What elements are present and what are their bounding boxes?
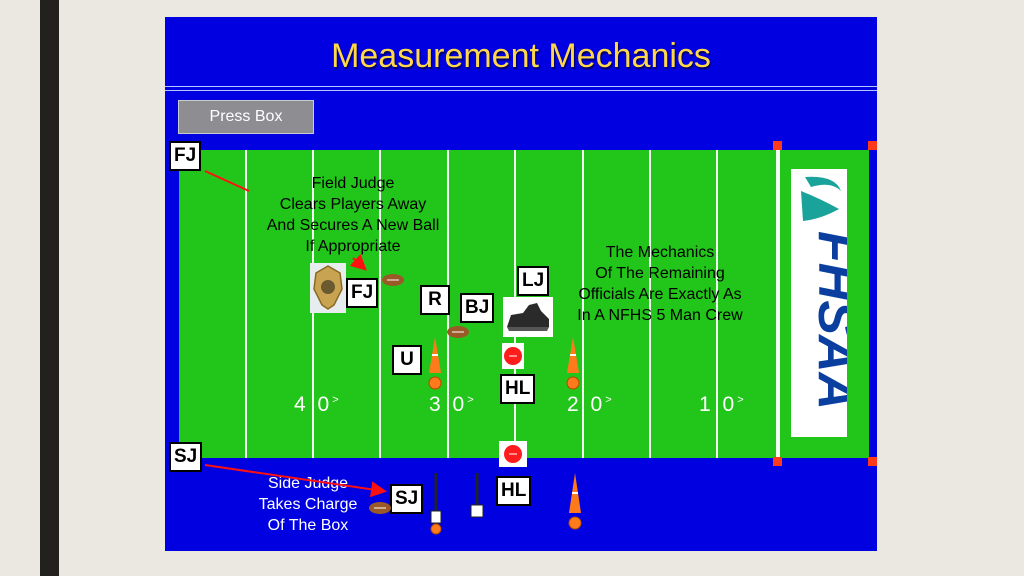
pylon — [868, 141, 877, 150]
official-hl-sideline: HL — [496, 476, 532, 506]
arrow-icon — [204, 170, 387, 498]
yard-number-40: 4 0> — [294, 393, 342, 416]
left-accent-bar — [40, 0, 59, 576]
title-rule-bottom — [165, 90, 877, 91]
pylon — [773, 457, 782, 466]
down-box-icon — [470, 473, 484, 518]
cone-icon — [566, 337, 580, 390]
official-lj: LJ — [517, 266, 550, 296]
official-r: R — [420, 285, 450, 315]
chain-stake-icon — [430, 473, 442, 535]
badge-icon — [310, 263, 346, 313]
yard-number-10: 1 0> — [699, 393, 747, 416]
callout-line: If Appropriate — [305, 238, 401, 255]
football-icon — [447, 326, 469, 338]
official-fj-corner: FJ — [169, 141, 202, 171]
callout-line: The Mechanics — [605, 244, 715, 261]
press-box-label: Press Box — [178, 100, 314, 134]
yard-line — [582, 150, 584, 458]
pylon — [868, 457, 877, 466]
title-rule-top — [165, 86, 877, 87]
cone-icon — [568, 473, 582, 530]
official-hl-field: HL — [500, 374, 536, 404]
flag-icon — [499, 441, 527, 467]
official-sj: SJ — [390, 484, 424, 514]
yard-number-30: 3 0> — [429, 393, 477, 416]
callout-line: Side Judge — [267, 475, 349, 492]
yard-line — [379, 150, 381, 458]
official-sj-corner: SJ — [169, 442, 203, 472]
football-icon — [369, 502, 391, 514]
cone-icon — [428, 337, 442, 390]
official-bj: BJ — [460, 293, 495, 323]
goal-line — [776, 150, 780, 458]
callout-line: Field Judge — [311, 175, 395, 192]
callout-line: Officials Are Exactly As — [578, 286, 742, 303]
yard-line — [245, 150, 247, 458]
pylon — [773, 141, 782, 150]
callout-line: And Secures A New Ball — [266, 217, 440, 234]
football-icon — [382, 274, 404, 286]
official-u: U — [392, 345, 422, 375]
callout-line: In A NFHS 5 Man Crew — [577, 307, 743, 324]
yard-line — [716, 150, 718, 458]
callout-line: Of The Box — [267, 517, 349, 534]
slide: Measurement Mechanics Press Box 4 0> 3 0… — [165, 17, 877, 551]
flag-icon — [502, 343, 524, 369]
slide-title: Measurement Mechanics — [331, 37, 711, 75]
field-judge-callout: Field Judge Clears Players Away And Secu… — [253, 173, 453, 257]
official-fj: FJ — [346, 278, 379, 308]
yard-line — [649, 150, 651, 458]
mechanics-callout: The Mechanics Of The Remaining Officials… — [560, 242, 760, 326]
callout-line: Of The Remaining — [595, 265, 725, 282]
yard-number-20: 2 0> — [567, 393, 615, 416]
callout-line: Clears Players Away — [279, 196, 427, 213]
cleat-icon — [503, 297, 553, 337]
side-judge-callout: Side Judge Takes Charge Of The Box — [243, 473, 373, 536]
callout-line: Takes Charge — [258, 496, 358, 513]
